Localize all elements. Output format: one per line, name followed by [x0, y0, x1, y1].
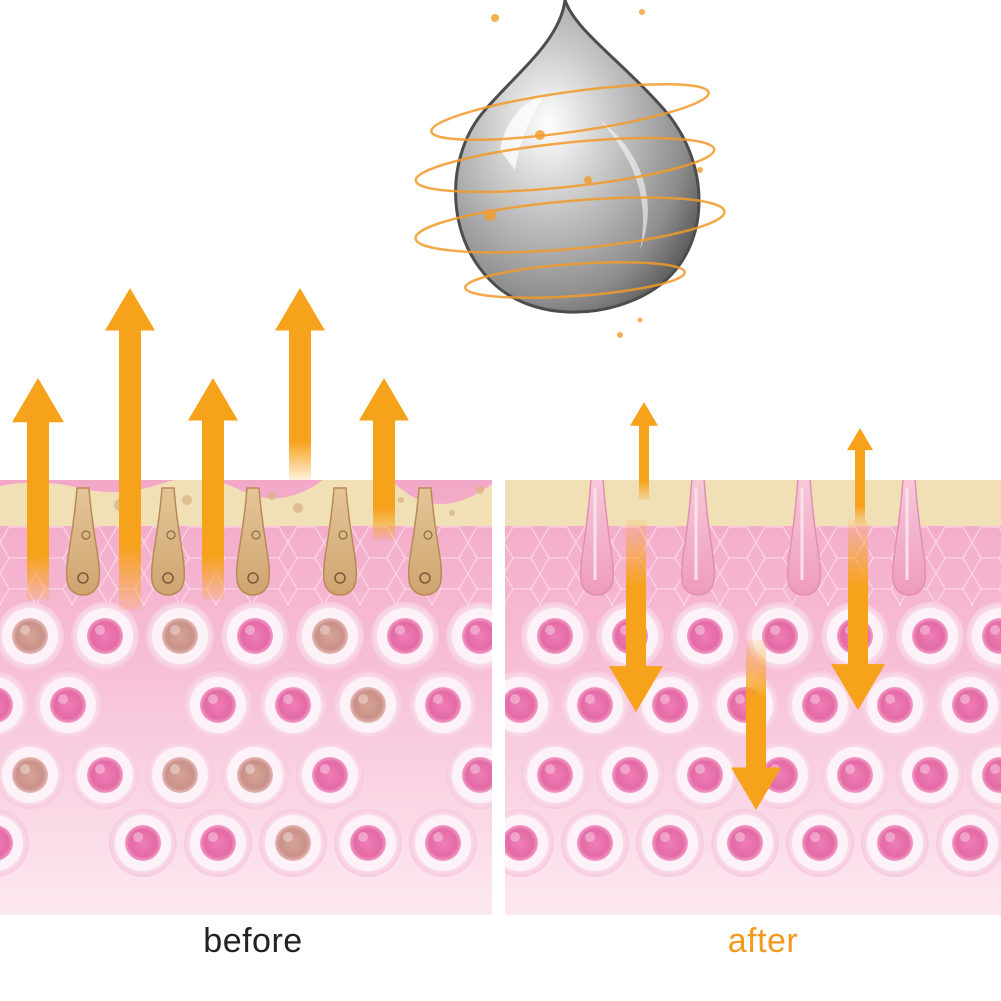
skin-cell-icon [711, 809, 779, 877]
arrow-down-icon [731, 640, 781, 810]
skin-cell-icon [0, 671, 29, 739]
skin-cell-icon [296, 602, 364, 670]
dirt-particle [476, 486, 484, 494]
skin-cell-icon [896, 602, 964, 670]
skin-cell-icon [409, 671, 477, 739]
arrow-up-icon [188, 378, 238, 600]
skin-cell-icon [561, 809, 629, 877]
skin-cell-icon [34, 671, 102, 739]
skin-cell-icon [259, 671, 327, 739]
hair-follicle-icon [891, 480, 927, 596]
hair-follicle-icon [786, 480, 822, 596]
skin-cell-icon [711, 671, 779, 739]
dirt-particle [398, 497, 404, 503]
arrow-up-icon [359, 378, 409, 540]
hex-texture [505, 526, 1001, 606]
dirt-particle [182, 495, 192, 505]
hair-follicle-icon [65, 487, 101, 596]
skin-cell-icon [596, 741, 664, 809]
skin-cell-icon [371, 602, 439, 670]
skin-cell-icon [259, 809, 327, 877]
moisture-loss-arrows [12, 288, 409, 610]
arrow-up-icon [275, 288, 325, 480]
skin-cell-icon [521, 741, 589, 809]
after-panel [505, 480, 1001, 915]
skin-cell-icon [146, 741, 214, 809]
skin-cell-icon [184, 671, 252, 739]
skin-cell-icon [446, 602, 492, 670]
skin-cell-icon [896, 741, 964, 809]
arrow-down-icon [831, 520, 885, 710]
skin-cell-icon [505, 671, 554, 739]
hair-follicle-icon [680, 480, 716, 596]
skin-cell-icon [636, 809, 704, 877]
skin-cell-icon [0, 809, 29, 877]
skin-cell-icon [521, 602, 589, 670]
dirt-particle [293, 503, 303, 513]
dirt-particle [268, 492, 276, 500]
skin-cell-icon [0, 602, 64, 670]
hair-follicle-icon [407, 487, 443, 596]
arrow-up-icon [630, 402, 658, 500]
skin-cell-icon [0, 741, 64, 809]
hair-follicle-icon [150, 487, 186, 596]
skin-cell-icon [146, 602, 214, 670]
skin-cell-icon [184, 809, 252, 877]
swirl-rings [414, 82, 726, 299]
skin-cell-icon [861, 809, 929, 877]
skin-cell-icon [786, 671, 854, 739]
skin-cell-icon [821, 741, 889, 809]
skin-cell-icon [671, 741, 739, 809]
skin-surface-layer [505, 480, 1001, 526]
skin-cell-icon [71, 741, 139, 809]
skin-cell-icon [786, 809, 854, 877]
skin-cell-icon [505, 809, 554, 877]
sparkle-dots [484, 9, 703, 338]
skin-cell-icon [71, 602, 139, 670]
after-label: after [727, 922, 799, 960]
skin-cell-icon [936, 809, 1001, 877]
skin-cell-icon [221, 602, 289, 670]
arrow-down-icon [609, 520, 663, 712]
hair-follicle-icon [235, 487, 271, 596]
skin-cell-icon [936, 671, 1001, 739]
skin-cell-icon [221, 741, 289, 809]
before-label: before [203, 922, 303, 960]
absorption-arrows [609, 402, 885, 810]
skin-cell-icon [109, 809, 177, 877]
skin-cell-icon [334, 809, 402, 877]
skin-cell-icon [861, 671, 929, 739]
skin-cell-icon [966, 602, 1001, 670]
skin-cell-icon [636, 671, 704, 739]
hair-follicle-icon [322, 487, 358, 596]
serum-drop-icon [414, 0, 726, 338]
hair-follicle-icon [579, 480, 615, 596]
skin-cell-icon [966, 741, 1001, 809]
arrow-up-icon [105, 288, 155, 610]
skin-cell-icon [561, 671, 629, 739]
arrow-up-icon [12, 378, 64, 600]
dirt-particle [449, 510, 455, 516]
skin-cell-icon [409, 809, 477, 877]
skin-cell-icon [334, 671, 402, 739]
skin-cell-icon [446, 741, 492, 809]
panel-divider [492, 478, 505, 918]
skin-cell-icon [671, 602, 739, 670]
skin-cell-icon [296, 741, 364, 809]
before-panel [0, 480, 492, 915]
arrow-up-icon [847, 428, 873, 525]
